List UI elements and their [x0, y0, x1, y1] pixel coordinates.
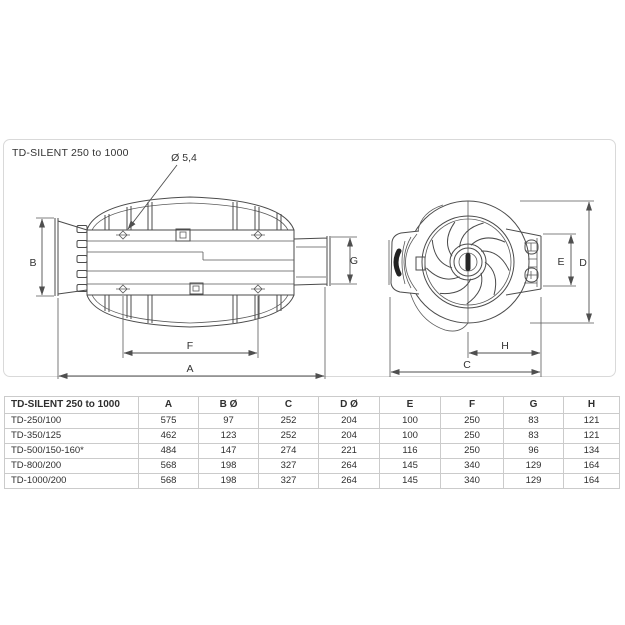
value-cell: 340 — [440, 458, 504, 474]
value-cell: 250 — [440, 413, 504, 429]
value-cell: 327 — [258, 458, 319, 474]
value-cell: 575 — [138, 413, 199, 429]
end-view-spigot — [388, 230, 426, 295]
header-f: F — [440, 396, 504, 414]
bottom-ribs — [104, 295, 282, 323]
clamp-buckle — [175, 228, 204, 295]
table-row: TD-250/100 575 97 252 204 100 250 83 121 — [4, 413, 620, 429]
value-cell: 484 — [138, 443, 199, 459]
value-cell: 221 — [318, 443, 380, 459]
value-cell: 264 — [318, 473, 380, 489]
value-cell: 100 — [379, 413, 441, 429]
value-cell: 568 — [138, 473, 199, 489]
mounting-bracket — [505, 228, 542, 296]
header-a: A — [138, 396, 199, 414]
dimensions-table: TD-SILENT 250 to 1000 A B Ø C D Ø E F G … — [4, 396, 620, 489]
dim-d-label: D — [579, 257, 587, 269]
model-cell: TD-500/150-160* — [4, 443, 139, 459]
model-cell: TD-350/125 — [4, 428, 139, 444]
value-cell: 264 — [318, 458, 380, 474]
value-cell: 252 — [258, 413, 319, 429]
value-cell: 145 — [379, 458, 441, 474]
hub-slot — [465, 253, 471, 271]
header-g: G — [503, 396, 564, 414]
value-cell: 252 — [258, 428, 319, 444]
value-cell: 145 — [379, 473, 441, 489]
value-cell: 121 — [563, 428, 620, 444]
value-cell: 121 — [563, 413, 620, 429]
value-cell: 198 — [198, 458, 259, 474]
value-cell: 96 — [503, 443, 564, 459]
table-row: TD-350/125 462 123 252 204 100 250 83 12… — [4, 428, 620, 444]
value-cell: 164 — [563, 473, 620, 489]
value-cell: 274 — [258, 443, 319, 459]
table-row: TD-1000/200 568 198 327 264 145 340 129 … — [4, 473, 620, 489]
diagram-title: TD-SILENT 250 to 1000 — [12, 147, 129, 159]
inlet-spigot — [54, 218, 88, 296]
value-cell: 83 — [503, 413, 564, 429]
dim-e-label: E — [557, 256, 564, 268]
outlet-spigot — [293, 236, 331, 286]
table-row: TD-500/150-160* 484 147 274 221 116 250 … — [4, 443, 620, 459]
table-header-row: TD-SILENT 250 to 1000 A B Ø C D Ø E F G … — [4, 396, 620, 414]
top-ribs — [104, 202, 282, 230]
value-cell: 462 — [138, 428, 199, 444]
technical-drawing: B G F A Ø 5,4 — [29, 152, 594, 379]
header-e: E — [379, 396, 441, 414]
header-h: H — [563, 396, 620, 414]
header-b: B Ø — [198, 396, 259, 414]
value-cell: 327 — [258, 473, 319, 489]
value-cell: 97 — [198, 413, 259, 429]
dim-g-label: G — [350, 255, 358, 267]
hole-callout: Ø 5,4 — [127, 152, 197, 230]
dim-c-label: C — [463, 359, 471, 371]
value-cell: 123 — [198, 428, 259, 444]
header-d: D Ø — [318, 396, 380, 414]
fan-side-view-drawing — [54, 196, 331, 328]
value-cell: 568 — [138, 458, 199, 474]
model-cell: TD-800/200 — [4, 458, 139, 474]
model-cell: TD-250/100 — [4, 413, 139, 429]
table-row: TD-800/200 568 198 327 264 145 340 129 1… — [4, 458, 620, 474]
value-cell: 100 — [379, 428, 441, 444]
hole-callout-label: Ø 5,4 — [171, 152, 197, 164]
value-cell: 83 — [503, 428, 564, 444]
fan-end-view-drawing — [388, 200, 542, 332]
value-cell: 204 — [318, 428, 380, 444]
value-cell: 340 — [440, 473, 504, 489]
value-cell: 250 — [440, 443, 504, 459]
end-view-dimensions: E D H C — [389, 200, 594, 377]
value-cell: 198 — [198, 473, 259, 489]
header-model: TD-SILENT 250 to 1000 — [4, 396, 139, 414]
value-cell: 134 — [563, 443, 620, 459]
header-c: C — [258, 396, 319, 414]
value-cell: 147 — [198, 443, 259, 459]
impeller-icon — [421, 215, 515, 309]
value-cell: 129 — [503, 458, 564, 474]
value-cell: 204 — [318, 413, 380, 429]
model-cell: TD-1000/200 — [4, 473, 139, 489]
dim-b-label: B — [29, 257, 36, 269]
value-cell: 129 — [503, 473, 564, 489]
side-view-dimensions: B G F A Ø 5,4 — [29, 152, 358, 379]
value-cell: 250 — [440, 428, 504, 444]
dim-f-label: F — [187, 340, 193, 352]
value-cell: 116 — [379, 443, 441, 459]
dim-a-label: A — [186, 363, 193, 375]
dim-h-label: H — [501, 340, 509, 352]
value-cell: 164 — [563, 458, 620, 474]
